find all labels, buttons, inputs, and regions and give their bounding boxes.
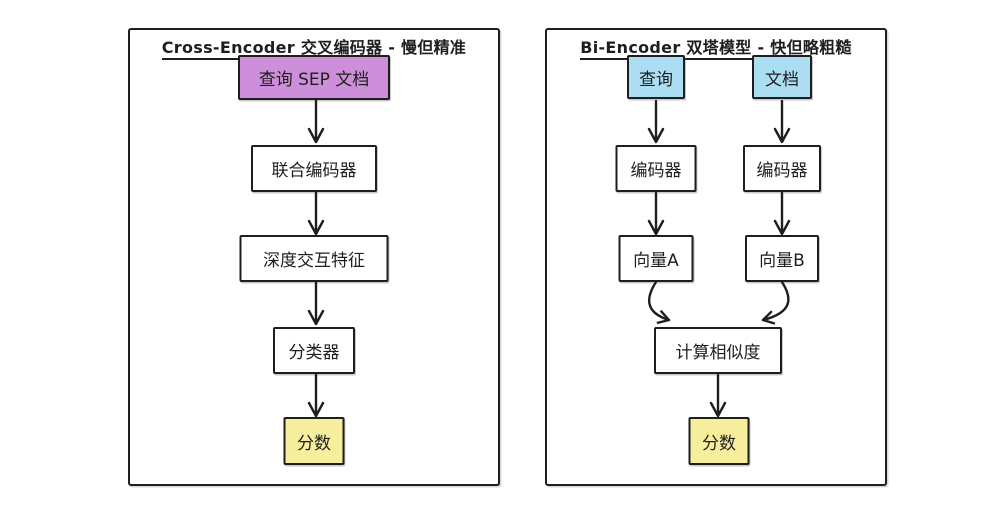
panel-title-underlined: Bi-Encoder 双塔模型 [580, 38, 752, 60]
node-label: 分数 [702, 433, 736, 454]
node-label: 查询 [639, 69, 673, 90]
panel-title-underlined: Cross-Encoder 交叉编码器 [161, 38, 383, 60]
node-label: 文档 [765, 69, 799, 90]
arrow-features-to-classifier-icon [307, 282, 325, 326]
node-label: 联合编码器 [271, 161, 357, 181]
node-deep-interaction-features: 深度交互特征 [239, 235, 389, 282]
arrow-classifier-to-score-icon [307, 374, 325, 418]
node-compute-similarity: 计算相似度 [654, 327, 782, 374]
curved-arrow-vector-b-to-similarity-icon [761, 280, 790, 325]
node-label: 向量B [759, 251, 805, 271]
arrow-encoder-to-features-icon [307, 192, 325, 236]
node-label: 深度交互特征 [263, 251, 365, 271]
node-encoder-right: 编码器 [743, 145, 821, 192]
arrow-encoder-to-vector-a-icon [647, 192, 665, 236]
node-label: 编码器 [630, 161, 682, 181]
node-vector-a: 向量A [618, 235, 694, 282]
cross-encoder-panel-title: Cross-Encoder 交叉编码器 - 慢但精准 [130, 34, 498, 60]
arrow-similarity-to-score-icon [709, 374, 727, 418]
node-vector-b: 向量B [745, 235, 819, 282]
node-document: 文档 [752, 55, 812, 99]
node-score: 分数 [283, 417, 345, 465]
node-query-sep-document: 查询 SEP 文档 [238, 55, 390, 100]
node-label: 分数 [297, 433, 331, 454]
node-encoder-left: 编码器 [615, 145, 697, 192]
panel-title-suffix: - 快但略粗糙 [751, 38, 852, 57]
cross-encoder-panel: Cross-Encoder 交叉编码器 - 慢但精准 查询 SEP 文档 联合编… [128, 28, 500, 486]
node-joint-encoder: 联合编码器 [251, 145, 377, 192]
arrow-input-to-joint-encoder-icon [307, 100, 325, 144]
node-classifier: 分类器 [273, 327, 355, 374]
node-label: 向量A [633, 251, 679, 271]
curved-arrow-vector-a-to-similarity-icon [648, 280, 671, 325]
node-label: 计算相似度 [675, 343, 761, 363]
node-label: 分类器 [288, 343, 340, 363]
node-label: 编码器 [756, 161, 808, 181]
node-query: 查询 [627, 55, 685, 99]
node-score: 分数 [688, 417, 750, 465]
node-label: 查询 SEP 文档 [258, 70, 370, 90]
bi-encoder-panel: Bi-Encoder 双塔模型 - 快但略粗糙 查询 文档 编码器 编码器 [545, 28, 887, 486]
panel-title-suffix: - 慢但精准 [382, 38, 467, 57]
arrow-document-to-encoder-icon [773, 100, 791, 144]
arrow-encoder-to-vector-b-icon [773, 192, 791, 236]
bi-encoder-panel-title: Bi-Encoder 双塔模型 - 快但略粗糙 [547, 34, 885, 60]
arrow-query-to-encoder-icon [647, 100, 665, 144]
